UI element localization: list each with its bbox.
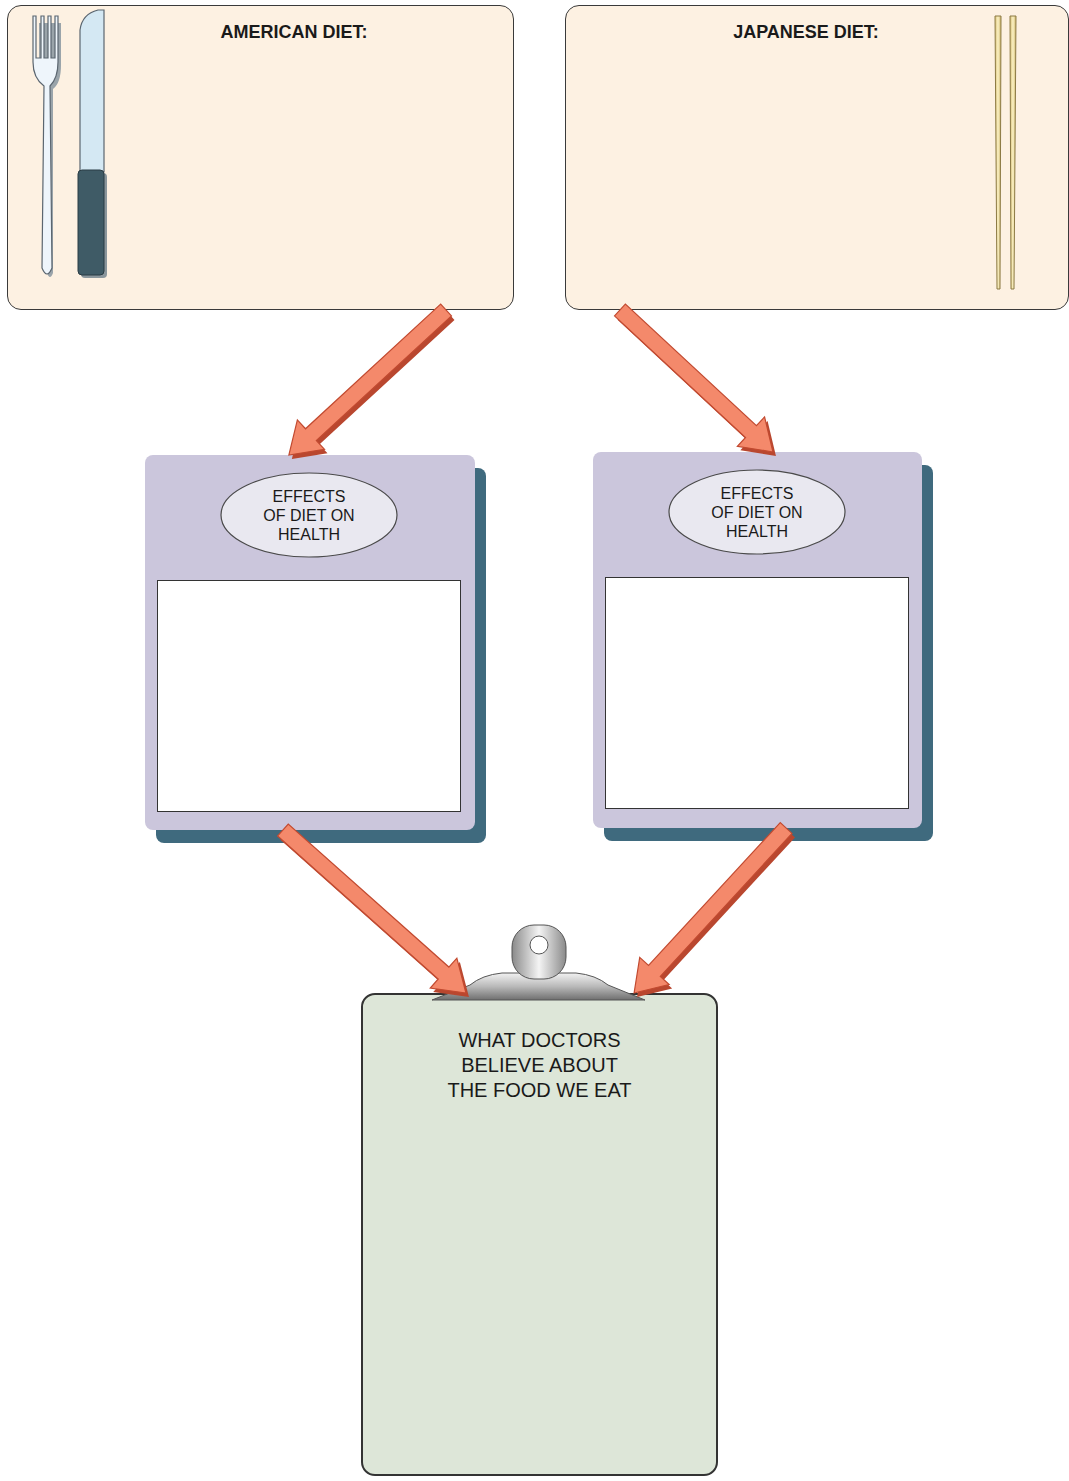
oval-shape [221, 473, 397, 557]
blank-writing-area [605, 577, 909, 809]
arrow-shadow [637, 827, 795, 997]
arrow-shadow [292, 308, 455, 459]
arrow-shadow [617, 308, 775, 456]
flow-arrow [278, 824, 466, 993]
flow-arrow [634, 823, 792, 993]
effects-panel: EFFECTS OF DIET ON HEALTH [145, 455, 475, 830]
clipboard-heading: WHAT DOCTORS BELIEVE ABOUT THE FOOD WE E… [443, 1028, 637, 1103]
clip-ring [512, 925, 566, 979]
arrow-group [278, 824, 469, 997]
clip-hole [530, 936, 548, 954]
arrow-group [614, 304, 775, 456]
diet-heading: AMERICAN DIET: [187, 21, 401, 43]
clipboard-box: WHAT DOCTORS BELIEVE ABOUT THE FOOD WE E… [361, 993, 718, 1476]
blank-writing-area [157, 580, 461, 812]
heading-oval: EFFECTS OF DIET ON HEALTH [219, 471, 399, 559]
diet-box: JAPANESE DIET: [565, 5, 1069, 310]
diet-heading: JAPANESE DIET: [699, 21, 913, 43]
effects-panel: EFFECTS OF DIET ON HEALTH [593, 452, 922, 828]
flow-arrow [289, 304, 452, 455]
arrow-shadow [281, 828, 469, 997]
panel-heading: EFFECTS OF DIET ON HEALTH [260, 487, 358, 544]
arrow-group [634, 823, 795, 997]
clipboard-clip [432, 925, 645, 1000]
diet-box: AMERICAN DIET: [7, 5, 514, 310]
heading-oval: EFFECTS OF DIET ON HEALTH [667, 468, 847, 556]
flow-arrow [614, 304, 772, 452]
panel-heading: EFFECTS OF DIET ON HEALTH [708, 484, 806, 541]
arrow-group [289, 304, 455, 459]
oval-shape [669, 470, 845, 554]
